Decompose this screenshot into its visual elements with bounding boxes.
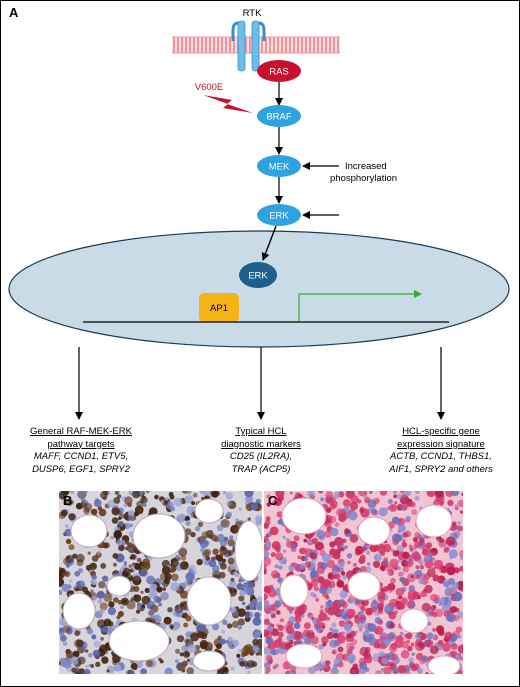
target-genes-line2: AIF1, SPRY2 and others (389, 463, 493, 475)
erk-cytoplasm-label: ERK (269, 211, 289, 222)
rtk-receptor (231, 20, 266, 72)
target-genes-line1: MAFF, CCND1, ETV5, (33, 451, 129, 462)
target-title-line2: pathway targets (47, 438, 115, 450)
annotation-line-1: Increased (345, 161, 387, 172)
v600e-label: V600E (195, 82, 224, 93)
target-title-line2: diagnostic markers (221, 438, 301, 450)
erk-nucleus-label: ERK (248, 271, 268, 282)
target-title-line2: expression signature (397, 438, 485, 450)
target-group-general: General RAF-MEK-ERK pathway targets MAFF… (11, 426, 151, 476)
mek-label: MEK (269, 162, 290, 173)
erk-nucleus-node (239, 262, 277, 288)
micrograph-red-stain: C (264, 491, 463, 674)
nucleus (8, 230, 510, 348)
panel-b-label: B (63, 493, 73, 508)
transcription-arrow (298, 290, 422, 321)
target-genes-line1: CD25 (IL2RA), (229, 451, 293, 462)
micrograph-left-image (59, 491, 262, 674)
target-genes-line1: ACTB, CCND1, THBS1, (390, 451, 492, 462)
ras-node (257, 60, 301, 82)
annotation-line-2: phosphorylation (330, 173, 397, 184)
panel-c-label: C (268, 493, 278, 508)
panel-a-label: A (9, 5, 19, 20)
braf-label: BRAF (266, 112, 292, 123)
target-title-line1: HCL-specific gene (402, 426, 480, 437)
target-genes-line2: DUSP6, EGF1, SPRY2 (32, 463, 130, 475)
braf-node (257, 105, 301, 127)
ap1-label: AP1 (210, 303, 228, 314)
micrograph-right-image (264, 491, 463, 674)
target-group-diagnostic: Typical HCL diagnostic markers CD25 (IL2… (191, 426, 331, 476)
pathway-diagram: RTK RAS V600E BRAF MEK Increased phospho… (8, 8, 510, 420)
target-group-hcl-signature: HCL-specific gene expression signature A… (371, 426, 511, 476)
ras-label: RAS (269, 67, 289, 78)
rtk-label: RTK (243, 8, 262, 19)
mutation-bolt-icon (203, 95, 253, 113)
target-title-line1: Typical HCL (235, 426, 287, 437)
micrograph-brown-stain: B (59, 491, 262, 674)
erk-translocation-arrow (261, 225, 277, 261)
target-title-line1: General RAF-MEK-ERK (30, 426, 132, 437)
target-genes-line2: TRAP (ACP5) (231, 463, 291, 475)
erk-cytoplasm-node (257, 204, 301, 226)
ap1-node (199, 293, 239, 322)
mek-node (257, 155, 301, 177)
